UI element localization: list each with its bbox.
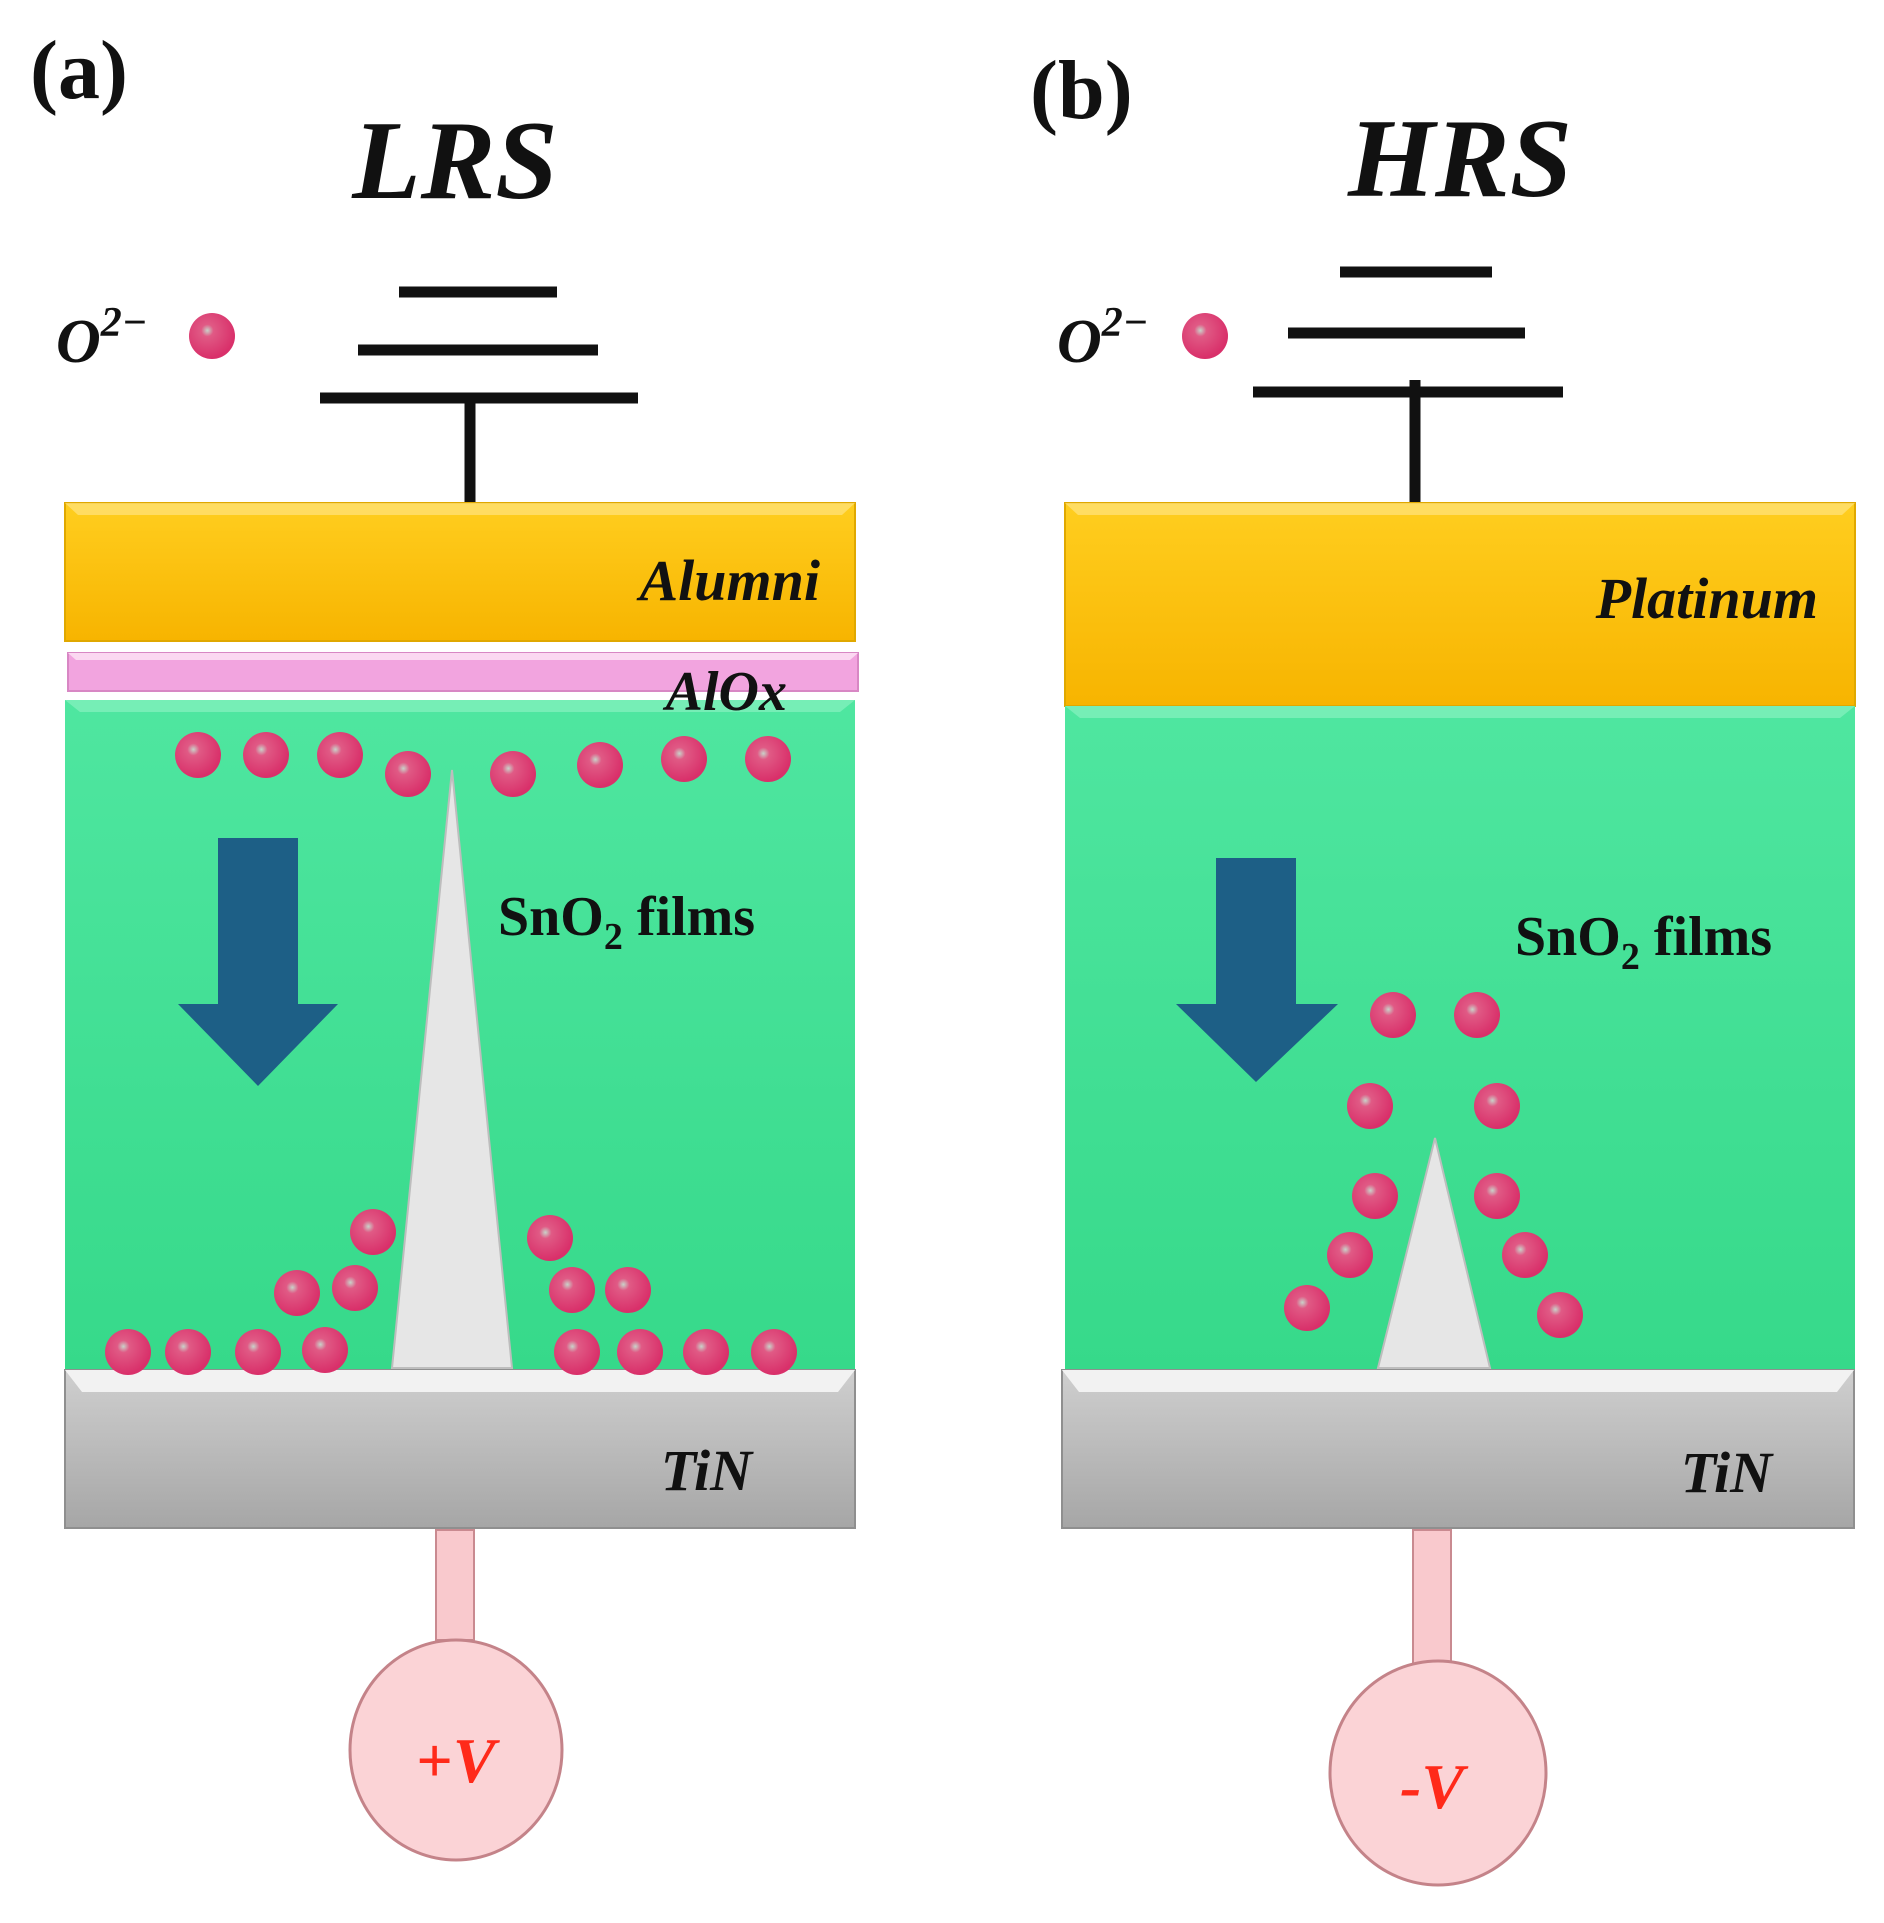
panel-a-oxygen-ion [243,732,289,778]
panel-a-oxygen-ion [332,1265,378,1311]
panel-b-battery-symbol [1253,266,1563,505]
panel-b-oxygen-ions [1284,992,1583,1338]
panel-b-voltage-label: -V [1400,1751,1469,1822]
panel-a-oxygen-ion [490,751,536,797]
panel-b-ion-drift-arrow [1176,858,1338,1082]
panel-a-voltage-symbol: V [453,1725,501,1796]
panel-a-ion-legend-label: O [56,308,101,376]
panel-b-bottom-electrode: TiN [1061,1369,1855,1529]
panel-b-oxygen-ion [1347,1083,1393,1129]
panel-a-oxygen-ions [105,732,797,1375]
panel-b-oxygen-ion [1352,1173,1398,1219]
panel-b-ion-legend-icon [1182,313,1228,359]
panel-b-oxygen-ion [1502,1232,1548,1278]
panel-a-ion-drift-arrow [178,838,338,1086]
panel-a-oxygen-ion [302,1327,348,1373]
panel-a-oxygen-ion [165,1329,211,1375]
panel-a-ion-legend-charge: 2− [100,300,147,346]
panel-b-state-title: HRS [1347,97,1572,221]
panel-a-oxygen-ion [605,1267,651,1313]
panel-a-film-suffix: films [623,886,755,948]
panel-a-oxygen-ion [549,1267,595,1313]
panel-a-bottom-electrode: TiN [64,1369,856,1529]
panel-b-film-label: SnO2 films [1515,906,1772,978]
panel-b-top-electrode-label: Platinum [1595,566,1818,631]
panel-a-oxygen-ion [235,1329,281,1375]
panel-b-voltage-source: -V [1328,1529,1548,1887]
panel-b-letter: (b) [1030,44,1133,137]
panel-a-conductive-filament [390,769,514,1369]
panel-b-oxygen-ion [1454,992,1500,1038]
panel-b-oxygen-ion [1537,1292,1583,1338]
panel-b-top-electrode: Platinum [1064,502,1856,707]
panel-a-ion-legend-icon [189,313,235,359]
panel-a-oxygen-ion [175,732,221,778]
panel-b-ion-legend: O2− [1057,300,1228,376]
panel-b-voltage-symbol: V [1421,1751,1469,1822]
panel-a-oxygen-ion [527,1215,573,1261]
panel-b-oxygen-ion [1370,992,1416,1038]
panel-a-oxygen-ion [274,1270,320,1316]
panel-a-oxygen-ion [617,1329,663,1375]
panel-a-bottom-electrode-label: TiN [661,1438,754,1503]
panel-a-top-electrode-label: Alumni [636,548,820,613]
panel-b-film-formula: SnO [1515,906,1621,968]
svg-text:O2−: O2− [1057,300,1148,376]
panel-a-oxygen-ion [385,751,431,797]
panel-b-voltage-sign: - [1400,1751,1421,1822]
panel-a-film-formula: SnO [498,886,604,948]
panel-a-voltage-sign: + [416,1725,452,1796]
panel-a-oxygen-ion [554,1329,600,1375]
svg-text:O2−: O2− [56,300,147,376]
panel-b-oxygen-ion [1284,1285,1330,1331]
panel-b-film-suffix: films [1640,906,1772,968]
panel-a-voltage-label: +V [416,1725,500,1796]
panel-b: (b) HRS O2− Platinum SnO2 films [1030,44,1856,1887]
panel-a-oxygen-ion [661,736,707,782]
panel-b-ion-legend-label: O [1057,308,1102,376]
panel-a-letter: (a) [30,24,128,117]
panel-b-film-subscript: 2 [1621,936,1640,978]
panel-a: (a) LRS O2− Alumni [30,24,859,1862]
panel-b-bottom-electrode-label: TiN [1681,1440,1774,1505]
panel-a-ion-legend: O2− [56,300,235,376]
panel-a-battery-symbol [320,286,638,505]
panel-a-oxygen-ion [350,1209,396,1255]
panel-a-oxygen-ion [683,1329,729,1375]
panel-a-interlayer [67,652,859,692]
panel-b-oxygen-ion [1327,1232,1373,1278]
panel-a-interlayer-label: AlOx [663,661,787,723]
panel-a-film-label: SnO2 films [498,886,755,958]
panel-b-ion-legend-charge: 2− [1101,300,1148,346]
panel-b-oxygen-ion [1474,1083,1520,1129]
panel-a-oxygen-ion [745,736,791,782]
panel-b-ruptured-filament [1376,1137,1492,1369]
panel-a-voltage-source: +V [348,1529,564,1862]
panel-b-oxygen-ion [1474,1173,1520,1219]
panel-a-oxygen-ion [751,1329,797,1375]
panel-a-film-subscript: 2 [604,916,623,958]
panel-a-oxygen-ion [105,1329,151,1375]
panel-a-oxygen-ion [317,732,363,778]
panel-a-state-title: LRS [351,99,557,223]
panel-a-oxygen-ion [577,742,623,788]
panel-a-top-electrode: Alumni [64,502,856,642]
